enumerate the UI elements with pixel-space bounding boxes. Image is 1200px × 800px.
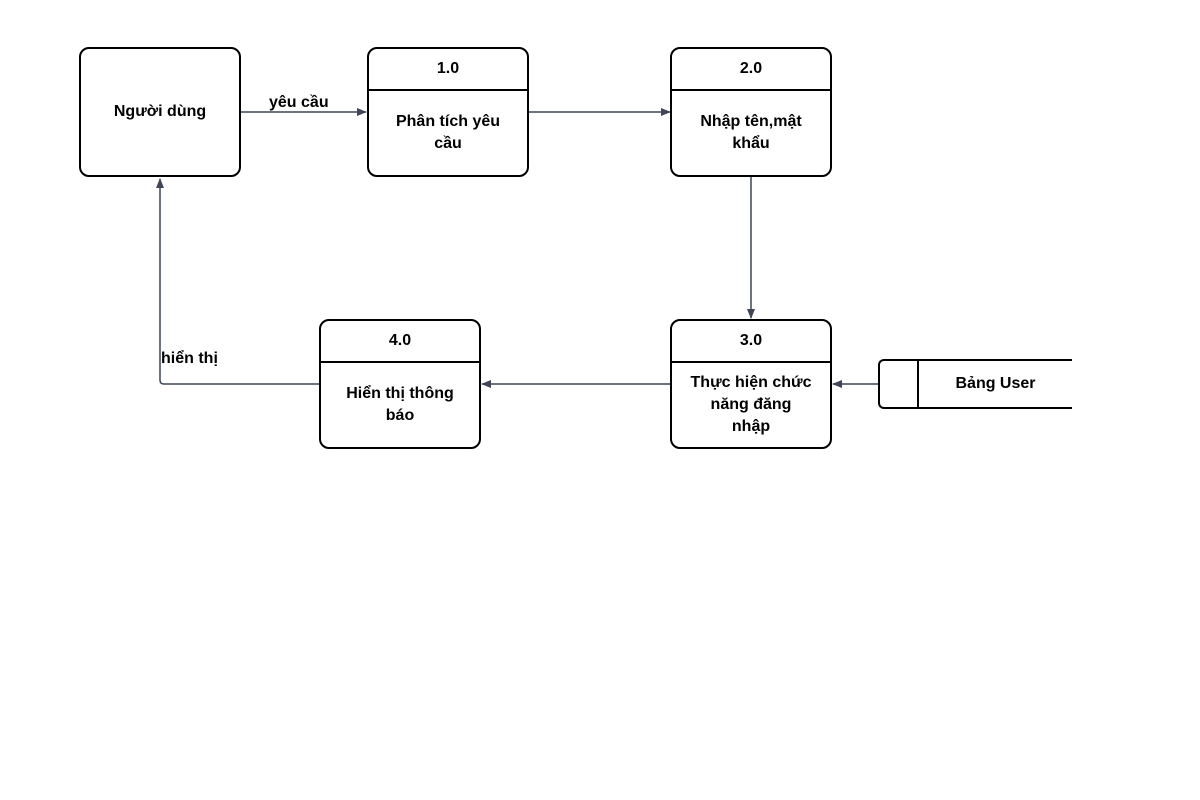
- datastore-label: Bảng User: [955, 375, 1036, 392]
- process-2[interactable]: 2.0 Nhập tên,mật khẩu: [670, 47, 832, 177]
- process-1[interactable]: 1.0 Phân tích yêu cầu: [367, 47, 529, 177]
- process-2-name: Nhập tên,mật khẩu: [700, 113, 802, 152]
- process-2-id: 2.0: [672, 49, 830, 91]
- process-3-id: 3.0: [672, 321, 830, 363]
- external-entity-user[interactable]: Người dùng: [79, 47, 241, 177]
- process-4[interactable]: 4.0 Hiển thị thông báo: [319, 319, 481, 449]
- datastore-user-table[interactable]: Bảng User: [878, 359, 1072, 409]
- datastore-id-cell: [880, 361, 919, 407]
- process-1-id: 1.0: [369, 49, 527, 91]
- flow-label-request: yêu cầu: [269, 94, 329, 111]
- entity-label: Người dùng: [113, 103, 207, 120]
- process-1-name: Phân tích yêu cầu: [395, 113, 501, 152]
- flow-arrow-display: [156, 178, 319, 385]
- process-4-id: 4.0: [321, 321, 479, 363]
- process-4-name: Hiển thị thông báo: [346, 385, 454, 424]
- process-3-name: Thực hiện chức năng đăng nhập: [690, 374, 812, 435]
- flow-label-display: hiển thị: [161, 350, 218, 367]
- process-3[interactable]: 3.0 Thực hiện chức năng đăng nhập: [670, 319, 832, 449]
